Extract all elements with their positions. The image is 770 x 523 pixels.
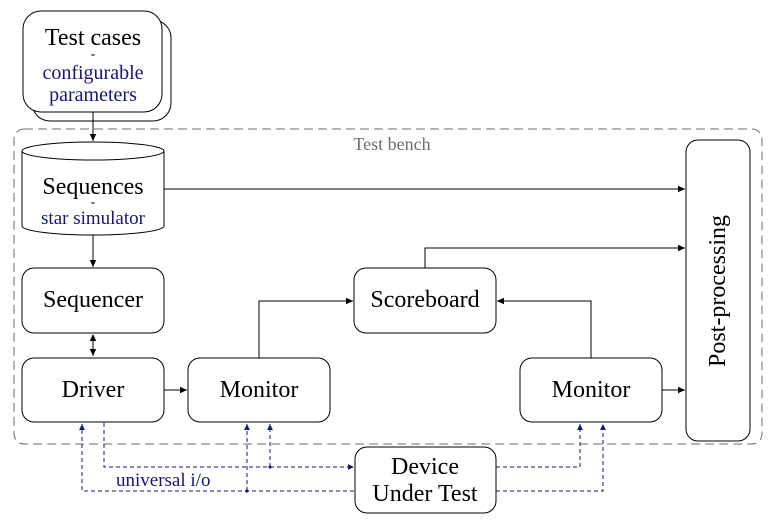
sequences-node: Sequences - star simulator bbox=[21, 141, 165, 236]
arrow-monitor-to-scoreboard bbox=[258, 297, 353, 358]
sequences-title: Sequences bbox=[42, 174, 143, 200]
sequences-separator: - bbox=[91, 195, 96, 210]
driver-label: Driver bbox=[62, 377, 125, 403]
sequences-subtitle: star simulator bbox=[41, 208, 146, 229]
sequencer-label: Sequencer bbox=[43, 287, 143, 313]
arrow-scoreboard-to-postprocessing bbox=[424, 244, 685, 268]
scoreboard-label: Scoreboard bbox=[370, 287, 479, 313]
arrow-monitor-right-to-scoreboard bbox=[497, 297, 592, 358]
io-dut-to-monitor-right-b bbox=[496, 424, 606, 492]
test-cases-title: Test cases bbox=[45, 25, 141, 51]
io-dut-to-driver bbox=[79, 424, 354, 492]
sequencer-node: Sequencer bbox=[21, 267, 165, 334]
universal-io-label: universal i/o bbox=[116, 470, 210, 491]
test-cases-param-line2: parameters bbox=[49, 84, 137, 106]
dut-node: Device Under Test bbox=[354, 446, 497, 514]
dut-line2: Under Test bbox=[372, 481, 478, 507]
scoreboard-node: Scoreboard bbox=[353, 267, 497, 334]
test-cases-param-line1: configurable bbox=[42, 62, 143, 84]
io-junction-a bbox=[245, 489, 249, 493]
io-dut-to-monitor-right-a bbox=[496, 424, 583, 468]
test-cases-node: Test cases - configurable parameters bbox=[22, 10, 172, 122]
dut-line1: Device bbox=[391, 454, 459, 480]
post-processing-label: Post-processing bbox=[705, 215, 731, 367]
test-bench-frame bbox=[13, 128, 763, 445]
monitor-left-label: Monitor bbox=[220, 377, 299, 403]
driver-node: Driver bbox=[21, 357, 165, 423]
test-bench-label: Test bench bbox=[353, 134, 430, 154]
monitor-right-node: Monitor bbox=[519, 357, 663, 423]
monitor-right-label: Monitor bbox=[552, 377, 631, 403]
monitor-left-node: Monitor bbox=[187, 357, 331, 423]
io-driver-to-dut bbox=[103, 423, 354, 470]
test-cases-separator: - bbox=[91, 47, 96, 62]
io-junction-b bbox=[268, 465, 272, 469]
post-processing-node: Post-processing bbox=[685, 139, 751, 442]
